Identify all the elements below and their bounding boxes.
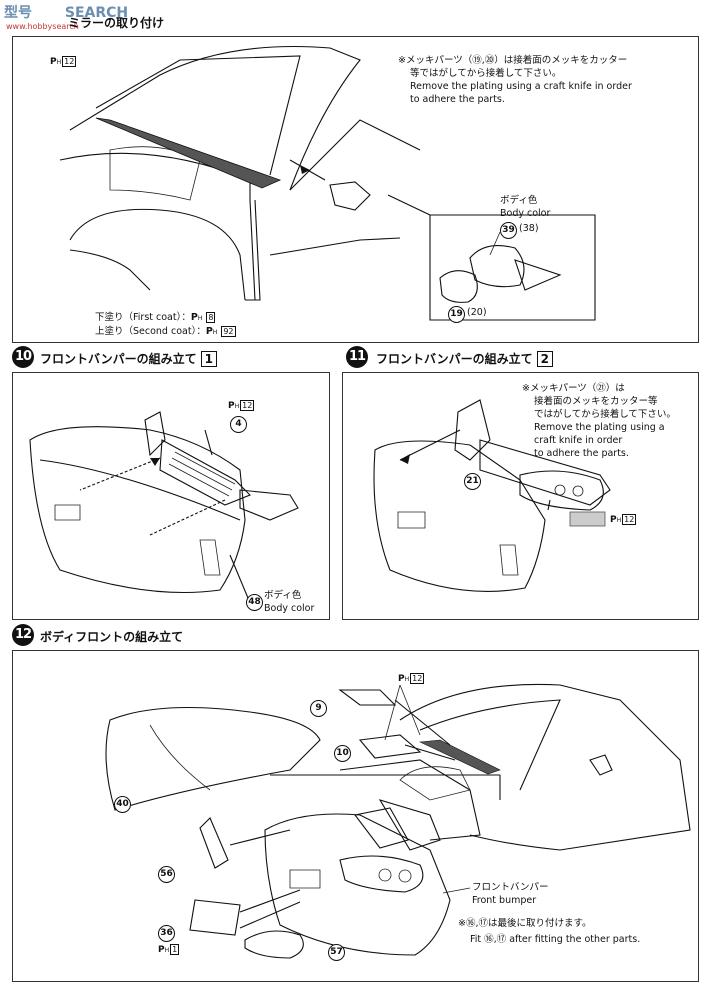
mirror-note-ja-2: 等ではがしてから接着して下さい。 bbox=[410, 68, 562, 79]
part-48-label: 48 bbox=[246, 594, 263, 611]
step-11-note-ja-2: 接着面のメッキをカッター等 bbox=[534, 396, 658, 407]
step-11-number: 11 bbox=[346, 346, 368, 368]
step-11-note-ja-1: ※メッキパーツ（㉑）は bbox=[522, 383, 625, 394]
step-11-illustration bbox=[373, 399, 611, 592]
part-4-label: 4 bbox=[230, 416, 247, 433]
mirror-body-color-ja: ボディ色 bbox=[500, 195, 538, 206]
mirror-note-ja-1: ※メッキパーツ（⑲,⑳）は接着面のメッキをカッター bbox=[398, 55, 628, 66]
step-10-body-color-ja: ボディ色 bbox=[264, 590, 302, 601]
front-bumper-ja: フロントバンパー bbox=[472, 882, 549, 893]
watermark-text: SEARCH bbox=[64, 5, 129, 21]
part-19-label: 19 bbox=[448, 306, 465, 323]
step-mirror-panel bbox=[12, 36, 699, 343]
watermark-url: www.hobbysearch bbox=[6, 22, 79, 31]
step-10-body-color-en: Body color bbox=[264, 603, 315, 614]
step-10-panel bbox=[12, 372, 330, 620]
part-39-label: 39 bbox=[500, 222, 517, 239]
step-11-note-ja-3: ではがしてから接着して下さい。 bbox=[534, 409, 676, 420]
step-11-panel bbox=[342, 372, 699, 620]
watermark-brand: 型号 SEARCH bbox=[4, 2, 128, 22]
step-11-note-en-3: to adhere the parts. bbox=[534, 448, 629, 459]
step-11-note-en-1: Remove the plating using a bbox=[534, 422, 665, 433]
part-36-label: 36 bbox=[158, 925, 175, 942]
step-mirror-title: ミラーの取り付け bbox=[68, 16, 165, 30]
step-12-note-ja: ※⑯,⑰は最後に取り付けます。 bbox=[458, 918, 592, 929]
mirror-note-en-1: Remove the plating using a craft knife i… bbox=[410, 81, 632, 92]
step-12-title: ボディフロントの組み立て bbox=[40, 630, 184, 644]
part-21-label: 21 bbox=[464, 473, 481, 490]
watermark-prefix: 型号 bbox=[4, 5, 32, 21]
step-10-number: 10 bbox=[12, 346, 34, 368]
part-9-label: 9 bbox=[310, 700, 327, 717]
part-38-label: (38) bbox=[519, 223, 539, 234]
step-10-illustration bbox=[29, 411, 299, 599]
part-56-label: 56 bbox=[158, 866, 175, 883]
step-12-note-en: Fit ⑯,⑰ after fitting the other parts. bbox=[470, 934, 641, 945]
mirror-body-color-en: Body color bbox=[500, 208, 551, 219]
part-57-label: 57 bbox=[328, 944, 345, 961]
front-bumper-en: Front bumper bbox=[472, 895, 537, 906]
part-10-label: 10 bbox=[334, 745, 351, 762]
step-12-number: 12 bbox=[12, 624, 34, 646]
mirror-car-illustration bbox=[59, 45, 596, 321]
part-20-label: (20) bbox=[467, 307, 487, 318]
part-40-label: 40 bbox=[114, 796, 131, 813]
step-11-note-en-2: craft knife in order bbox=[534, 435, 623, 446]
mirror-note-en-2: to adhere the parts. bbox=[410, 94, 505, 105]
